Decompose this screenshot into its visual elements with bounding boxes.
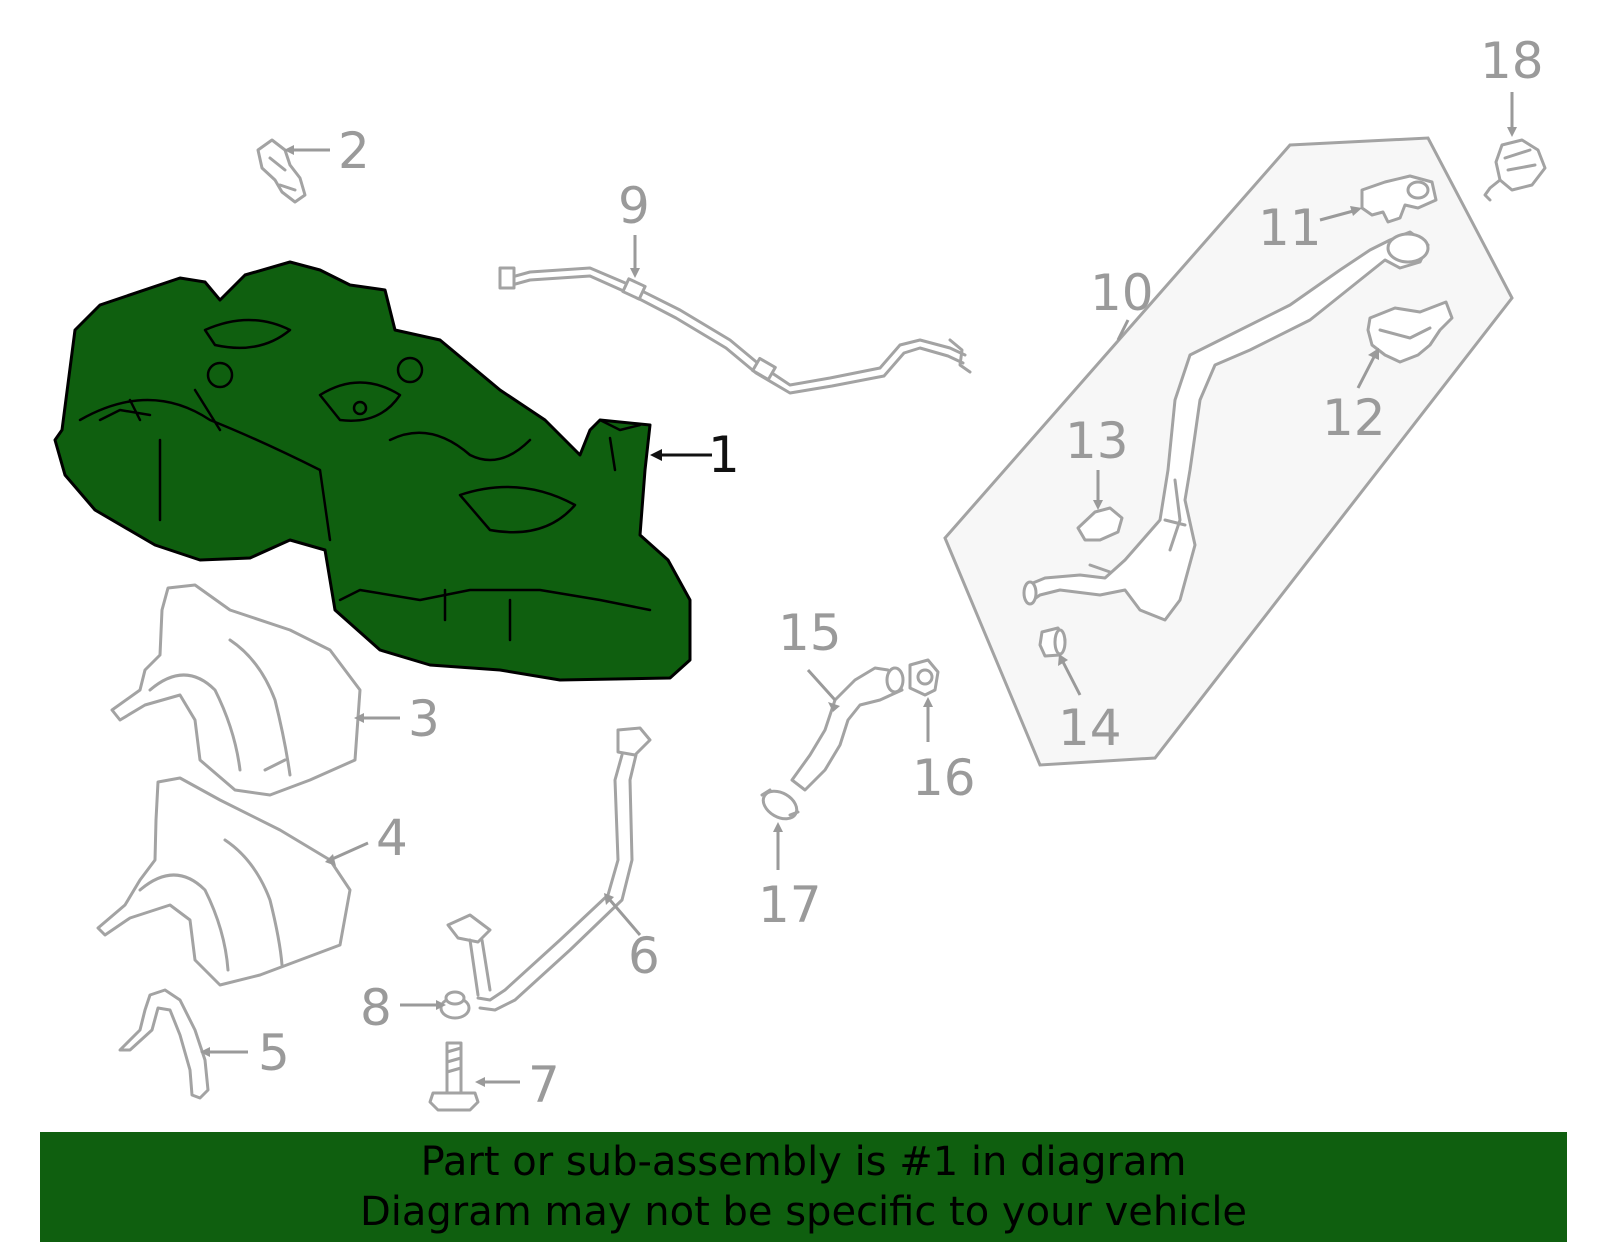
grommet-part-14[interactable] [1038, 626, 1067, 658]
callout-17: 17 [758, 876, 822, 934]
callout-16: 16 [912, 749, 976, 807]
strap-part-5[interactable] [118, 988, 210, 1100]
leader-10 [1116, 319, 1130, 341]
callout-4: 4 [376, 809, 408, 867]
fuel-tank[interactable] [53, 260, 692, 682]
heat-shield-part-4[interactable] [96, 776, 352, 987]
leader-6 [608, 899, 642, 936]
bracket-part-12[interactable] [1366, 300, 1454, 364]
leader-arrowheads [200, 127, 1517, 1087]
callout-5: 5 [258, 1024, 290, 1082]
callout-1: 1 [708, 426, 740, 484]
callout-12: 12 [1322, 389, 1386, 447]
filler-neck-part-10[interactable] [1022, 230, 1430, 622]
seal-part-16[interactable] [908, 658, 940, 697]
grommet-part-8[interactable] [439, 990, 471, 1020]
callout-13: 13 [1065, 412, 1129, 470]
info-banner: Part or sub-assembly is #1 in diagram Di… [40, 1132, 1567, 1242]
filler-assembly-outline [943, 136, 1514, 767]
callout-18: 18 [1480, 32, 1544, 90]
callout-3: 3 [408, 690, 440, 748]
callout-7: 7 [528, 1056, 560, 1114]
callout-2: 2 [338, 122, 370, 180]
callout-9: 9 [618, 177, 650, 235]
fuel-cap-part-18[interactable] [1483, 138, 1547, 202]
clamp-part-17[interactable] [758, 786, 801, 825]
leader-14 [1060, 659, 1082, 696]
banner-line-2: Diagram may not be specific to your vehi… [359, 1189, 1248, 1235]
hose-part-15[interactable] [790, 666, 905, 792]
callout-11: 11 [1258, 199, 1322, 257]
heat-shield-part-3[interactable] [110, 583, 362, 797]
arrow-1 [650, 449, 662, 461]
clip-part-13[interactable] [1076, 506, 1124, 542]
leader-12 [1356, 354, 1377, 389]
leader-11 [1319, 208, 1358, 222]
callout-15: 15 [778, 604, 842, 662]
callout-6: 6 [628, 927, 660, 985]
leader-15 [806, 668, 837, 702]
banner-line-1: Part or sub-assembly is #1 in diagram [420, 1139, 1187, 1185]
mounting-strap-part-6[interactable] [446, 726, 652, 1012]
vent-line-part-9[interactable] [498, 266, 972, 395]
callout-8: 8 [360, 979, 392, 1037]
callout-14: 14 [1058, 699, 1122, 757]
leader-4 [329, 841, 369, 862]
clip-part-11[interactable] [1360, 174, 1438, 224]
callout-10: 10 [1090, 264, 1154, 322]
bolt-part-7[interactable] [428, 1041, 480, 1112]
bracket-part-2[interactable] [256, 138, 307, 204]
